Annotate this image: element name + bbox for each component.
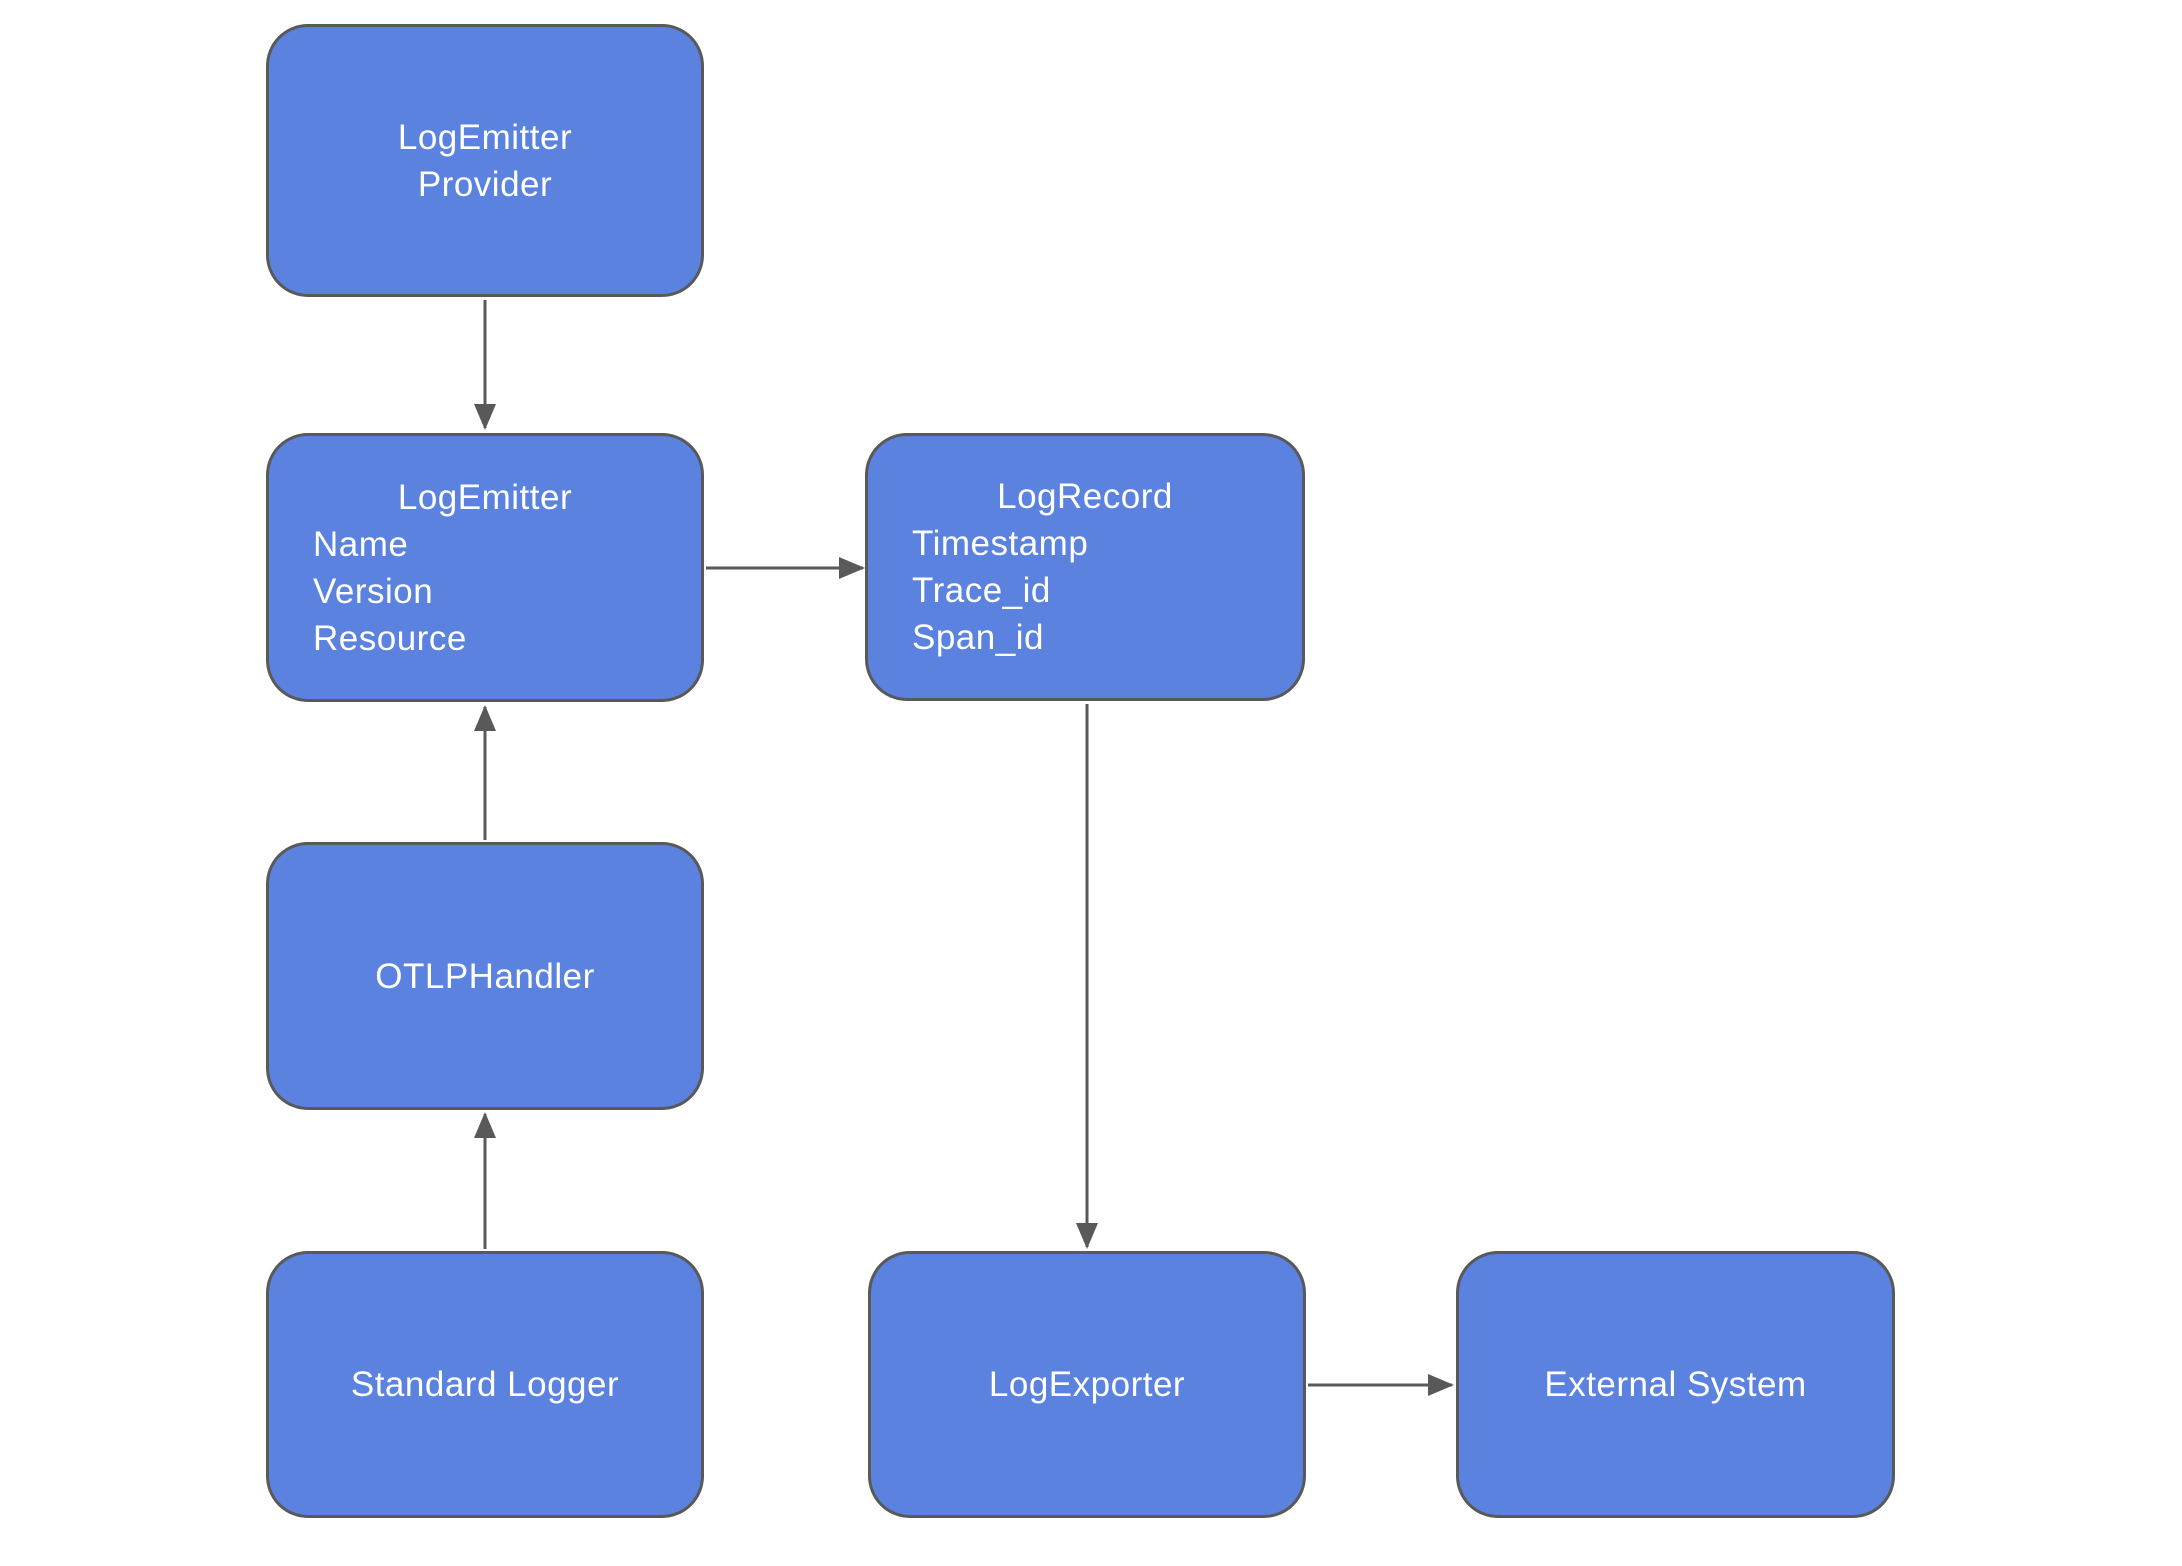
node-attribute: Trace_id bbox=[912, 571, 1051, 610]
node-title: LogRecord bbox=[997, 477, 1173, 516]
node-attribute: Span_id bbox=[912, 618, 1044, 657]
node-otlp-handler: OTLPHandler bbox=[266, 842, 704, 1110]
node-log-exporter: LogExporter bbox=[868, 1251, 1306, 1518]
node-external-system: External System bbox=[1456, 1251, 1895, 1518]
node-standard-logger: Standard Logger bbox=[266, 1251, 704, 1518]
node-log-emitter-provider: LogEmitter Provider bbox=[266, 24, 704, 297]
node-label: LogExporter bbox=[988, 1365, 1186, 1404]
node-attribute: Resource bbox=[313, 618, 467, 658]
node-log-emitter: LogEmitter Name Version Resource bbox=[266, 433, 704, 702]
node-title: LogEmitter bbox=[397, 477, 573, 517]
node-attribute: Timestamp bbox=[912, 524, 1089, 563]
node-attribute: Version bbox=[313, 571, 434, 611]
node-log-record: LogRecord Timestamp Trace_id Span_id bbox=[865, 433, 1305, 701]
node-label: LogEmitter Provider bbox=[397, 117, 573, 204]
node-label: Standard Logger bbox=[350, 1365, 620, 1404]
node-attribute: Name bbox=[313, 524, 409, 564]
node-label: External System bbox=[1544, 1365, 1807, 1404]
node-label: OTLPHandler bbox=[375, 956, 595, 996]
